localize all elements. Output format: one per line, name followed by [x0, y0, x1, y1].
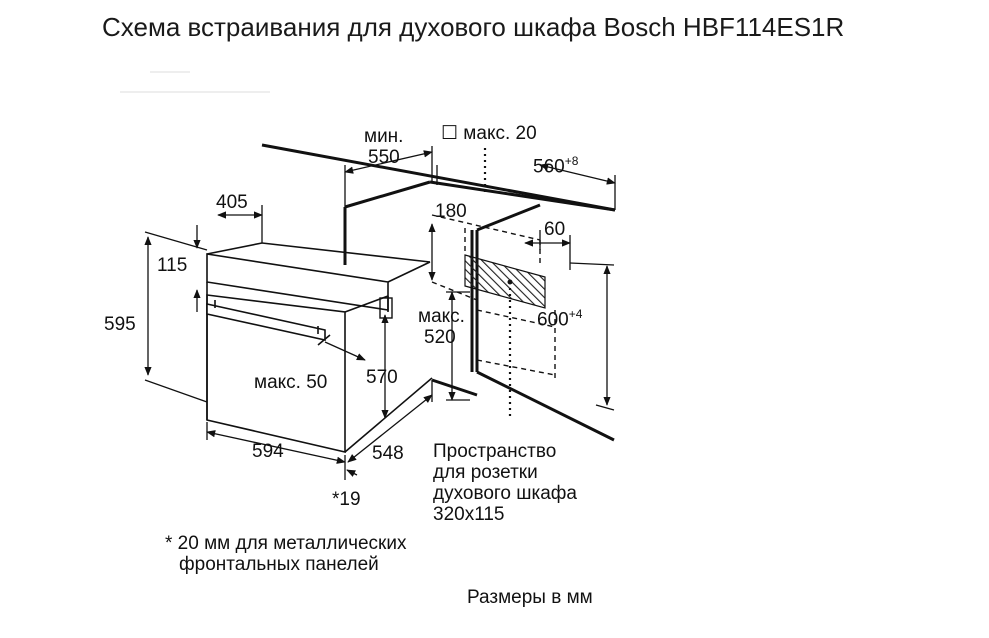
label-19: *19: [332, 489, 361, 510]
socket-note-line: 320x115: [433, 504, 505, 525]
label-550: 550: [368, 147, 400, 168]
socket-area: [464, 254, 546, 309]
socket-note-line: для розетки: [433, 462, 538, 483]
footnote: * 20 мм для металлических фронтальных па…: [165, 533, 406, 575]
socket-note-line: духового шкафа: [433, 483, 577, 504]
cabinet-outline: [261, 143, 616, 442]
label-60: 60: [544, 219, 566, 240]
oven-body: [206, 242, 433, 454]
footnote-line: * 20 мм для металлических: [165, 533, 407, 554]
label-560: 560+8: [533, 154, 579, 178]
page-title: Схема встраивания для духового шкафа Bos…: [102, 12, 845, 42]
label-570: 570: [366, 367, 398, 388]
label-548: 548: [372, 443, 404, 464]
units-note: Размеры в мм: [467, 587, 593, 608]
faint-marks: [120, 71, 270, 93]
label-595: 595: [104, 314, 136, 335]
oven-handle: [206, 300, 331, 346]
dimension-lines: [144, 146, 616, 480]
label-max-20: ☐ макс. 20: [441, 123, 537, 144]
label-max-520: макс.: [418, 306, 465, 327]
label-405: 405: [216, 192, 248, 213]
center-lines: [483, 148, 512, 418]
label-115: 115: [157, 255, 188, 276]
label-min: мин.: [364, 126, 404, 147]
label-520: 520: [424, 327, 456, 348]
footnote-line: фронтальных панелей: [179, 554, 379, 575]
label-600: 600+4: [537, 307, 583, 331]
socket-note-line: Пространство: [433, 441, 557, 462]
socket-note: Пространство для розетки духового шкафа …: [433, 441, 577, 525]
hidden-edges: [431, 214, 556, 378]
label-max-50: макс. 50: [254, 372, 328, 393]
label-180: 180: [435, 201, 467, 222]
label-594: 594: [252, 441, 284, 462]
